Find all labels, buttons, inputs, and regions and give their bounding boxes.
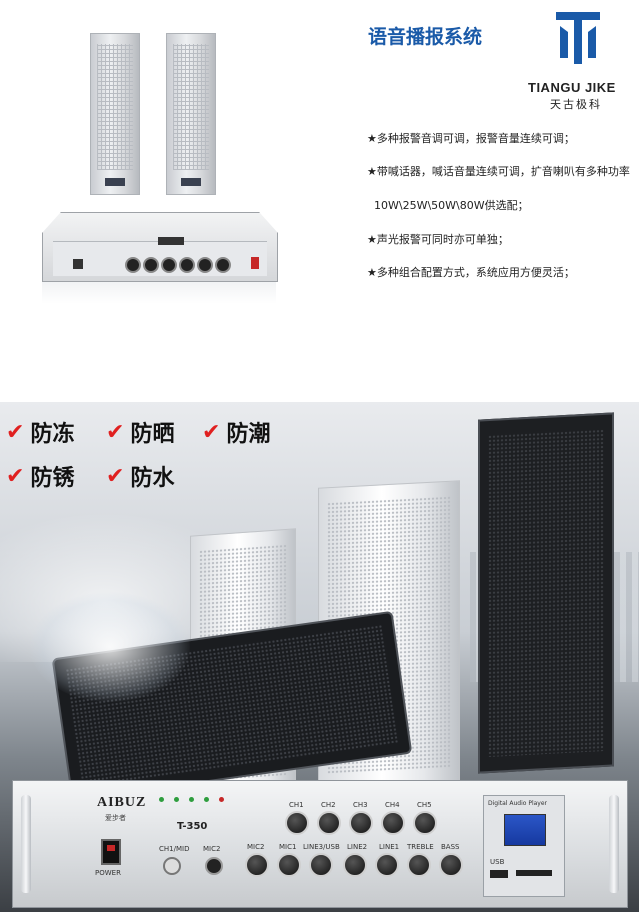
line3-usb-knob[interactable]	[309, 853, 333, 877]
lcd-display	[504, 814, 546, 846]
product-column-speaker-right	[166, 33, 216, 195]
line1-knob[interactable]	[375, 853, 399, 877]
badge-label: 防水	[130, 466, 175, 491]
tiangu-logo-icon	[556, 12, 600, 64]
ch1-mid-jack[interactable]	[163, 857, 181, 875]
check-icon: ✔	[106, 419, 125, 445]
amp-brand: AIBUZ	[97, 795, 147, 810]
ch3-knob[interactable]	[349, 811, 373, 835]
feature-line-5: ★多种组合配置方式，系统应用方便灵活；	[367, 266, 575, 279]
treble-label: TREBLE	[407, 843, 434, 851]
display-label: Digital Audio Player	[488, 800, 547, 807]
badge-label: 防晒	[130, 422, 175, 447]
ch2-label: CH2	[321, 801, 336, 809]
amplifier-top-reflection	[42, 282, 276, 304]
amp-brand-cn: 爱步者	[105, 814, 126, 822]
water-splash	[30, 592, 190, 702]
badge-label: 防潮	[226, 422, 271, 447]
feature-line-1: ★多种报警音调可调，报警音量连续可调；	[367, 132, 575, 145]
column-speaker-body	[90, 33, 140, 195]
badge-label: 防冻	[30, 422, 75, 447]
ch5-knob[interactable]	[413, 811, 437, 835]
feature-line-2: ★带喊话器，喊话音量连续可调，扩音喇叭有多种功率	[367, 165, 630, 178]
badge-waterproof: ✔ 防水	[106, 460, 174, 492]
media-player-module: Digital Audio Player USB	[483, 795, 565, 897]
usb-label: USB	[490, 858, 505, 866]
ch3-label: CH3	[353, 801, 368, 809]
brand-name-cn: 天古极科	[550, 98, 602, 111]
amplifier-top-image	[42, 212, 278, 282]
product-scene: ✔ 防冻 ✔ 防晒 ✔ 防潮 ✔ 防锈 ✔ 防水 AIBUZ 爱步者 POWER…	[0, 402, 639, 912]
feature-line-4: ★声光报警可同时亦可单独；	[367, 233, 509, 246]
line2-knob[interactable]	[343, 853, 367, 877]
amp-model: T-350	[177, 821, 208, 832]
line2-label: LINE2	[347, 843, 368, 851]
sd-card-slot[interactable]	[516, 870, 552, 876]
mic1-knob[interactable]	[277, 853, 301, 877]
feature-line-3: 10W\25W\50W\80W供选配；	[374, 199, 529, 212]
mic2-jack-label: MIC2	[203, 845, 221, 853]
badge-anti-freeze: ✔ 防冻	[6, 416, 74, 448]
product-column-speaker-left	[90, 33, 140, 195]
mic2-knob[interactable]	[245, 853, 269, 877]
treble-knob[interactable]	[407, 853, 431, 877]
ch1-mid-label: CH1/MID	[159, 845, 190, 853]
ch4-knob[interactable]	[381, 811, 405, 835]
check-icon: ✔	[6, 419, 25, 445]
power-label: POWER	[95, 869, 121, 877]
usb-port[interactable]	[490, 870, 508, 878]
ch2-knob[interactable]	[317, 811, 341, 835]
ch4-label: CH4	[385, 801, 400, 809]
black-column-speaker	[478, 412, 614, 774]
check-icon: ✔	[6, 463, 25, 489]
page-title: 语音播报系统	[368, 26, 483, 48]
line1-label: LINE1	[379, 843, 400, 851]
badge-sun-proof: ✔ 防晒	[106, 416, 174, 448]
badge-rust-proof: ✔ 防锈	[6, 460, 74, 492]
ch1-label: CH1	[289, 801, 304, 809]
badge-label: 防锈	[30, 466, 75, 491]
bass-knob[interactable]	[439, 853, 463, 877]
badge-moisture-proof: ✔ 防潮	[202, 416, 270, 448]
brand-name: TIANGU JIKE	[528, 80, 616, 95]
line3-usb-label: LINE3/USB	[303, 843, 340, 851]
ch1-knob[interactable]	[285, 811, 309, 835]
check-icon: ✔	[202, 419, 221, 445]
column-speaker-body	[166, 33, 216, 195]
mic2-label: MIC2	[247, 843, 265, 851]
brand-logo	[552, 8, 604, 68]
power-switch[interactable]	[101, 839, 121, 865]
mic2-jack[interactable]	[205, 857, 223, 875]
ch5-label: CH5	[417, 801, 432, 809]
mic1-label: MIC1	[279, 843, 297, 851]
amplifier-front-panel: AIBUZ 爱步者 POWER T-350 CH1 CH2 CH3 CH4 CH…	[12, 780, 628, 908]
bass-label: BASS	[441, 843, 460, 851]
check-icon: ✔	[106, 463, 125, 489]
